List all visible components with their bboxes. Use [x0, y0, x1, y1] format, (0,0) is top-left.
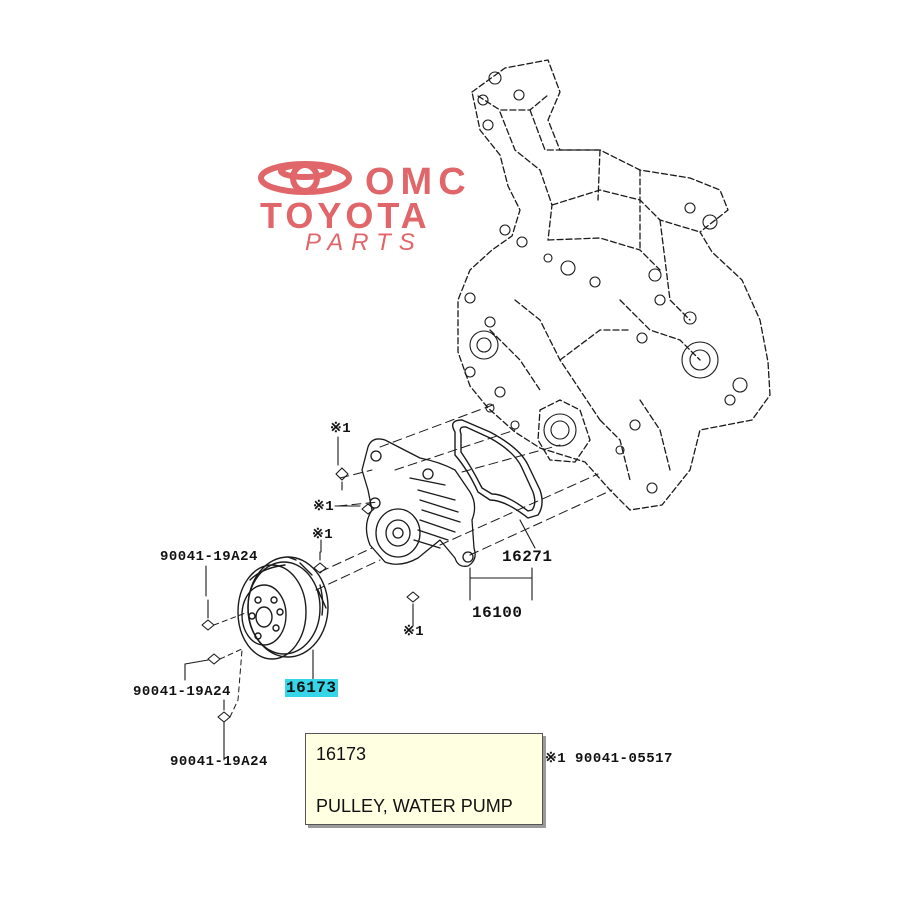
- assembly-lines: [315, 402, 613, 591]
- ref-note-2: ※1: [313, 499, 335, 515]
- part-tooltip: 16173 PULLEY, WATER PUMP: [305, 733, 543, 825]
- toyota-emblem-icon: [258, 161, 352, 195]
- ref-note-1: ※1: [330, 421, 352, 437]
- pump-bolts: [313, 467, 420, 615]
- tooltip-description: PULLEY, WATER PUMP: [316, 796, 513, 816]
- footnote-label: ※1 90041-05517: [545, 751, 673, 767]
- part-label-16173-highlight: 16173: [285, 679, 338, 697]
- ref-note-4: ※1: [403, 624, 425, 640]
- bolt-label-2[interactable]: 90041-19A24: [133, 684, 231, 700]
- engine-block-outline: [457, 59, 771, 511]
- bolt-label-1[interactable]: 90041-19A24: [160, 549, 258, 565]
- water-pump-pulley: [237, 556, 329, 660]
- part-label-16271[interactable]: 16271: [502, 548, 553, 566]
- logo-text-parts: PARTS: [305, 229, 423, 256]
- water-pump: [361, 438, 476, 567]
- omc-toyota-parts-logo: OMC TOYOTA PARTS: [258, 161, 472, 256]
- block-bolt-holes: [464, 71, 748, 494]
- ref-note-3: ※1: [312, 527, 334, 543]
- label-leaders: [184, 436, 536, 761]
- bolt-label-3[interactable]: 90041-19A24: [170, 754, 268, 770]
- logo-text-toyota: TOYOTA: [260, 195, 431, 236]
- water-pump-gasket: [452, 419, 543, 519]
- pulley-bolts: [201, 599, 231, 723]
- bolt-leader-lines: [213, 611, 249, 718]
- logo-text-omc: OMC: [365, 161, 472, 203]
- part-label-16173[interactable]: 16173: [285, 679, 338, 697]
- tooltip-part-number: 16173: [316, 744, 367, 764]
- part-label-16100[interactable]: 16100: [472, 604, 523, 622]
